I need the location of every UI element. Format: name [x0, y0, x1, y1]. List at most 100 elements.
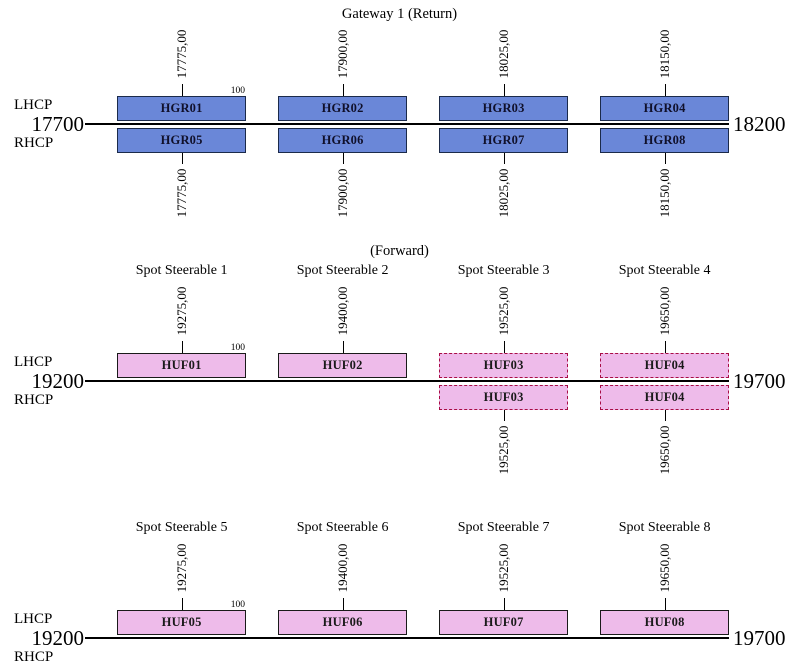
center-frequency-label-top: 19525,00	[495, 286, 511, 336]
channel-box-lhcp: HUF02	[278, 353, 407, 378]
center-frequency-label-top: 19275,00	[173, 286, 189, 336]
channel-box-lhcp: HUF06	[278, 610, 407, 635]
frequency-tick-bottom	[664, 153, 666, 164]
channel-label: HUF05	[161, 615, 202, 629]
channel-box-lhcp: HUF01	[117, 353, 246, 378]
axis-start-frequency: 19200	[31, 369, 85, 393]
channel-box-lhcp: HUF05	[117, 610, 246, 635]
lhcp-label: LHCP	[14, 97, 53, 113]
frequency-tick-top	[342, 341, 344, 353]
channel-label: HGR05	[160, 133, 203, 147]
frequency-tick-bottom	[503, 410, 505, 421]
center-frequency-label-top: 18150,00	[656, 29, 672, 79]
center-frequency-label-top: 17900,00	[334, 29, 350, 79]
center-frequency-label-top: 19650,00	[656, 543, 672, 593]
bandwidth-label: 100	[230, 86, 245, 96]
center-frequency-label-top: 19400,00	[334, 286, 350, 336]
beam-title: Spot Steerable 3	[457, 263, 550, 278]
center-frequency-label-bottom: 19650,00	[656, 425, 672, 475]
frequency-axis	[85, 637, 729, 639]
center-frequency-label-top: 18025,00	[495, 29, 511, 79]
beam-title: Spot Steerable 5	[135, 520, 228, 535]
center-frequency-label-bottom: 19525,00	[495, 425, 511, 475]
channel-label: HUF04	[644, 390, 685, 404]
center-frequency-label-bottom: 18025,00	[495, 168, 511, 218]
channel-box-lhcp: HGR01	[117, 96, 246, 121]
frequency-tick-bottom	[503, 153, 505, 164]
axis-end-frequency: 18200	[733, 112, 786, 136]
frequency-tick-bottom	[342, 153, 344, 164]
frequency-tick-top	[664, 598, 666, 610]
channel-box-lhcp: HGR04	[600, 96, 729, 121]
channel-box-rhcp: HGR08	[600, 128, 729, 153]
frequency-tick-top	[342, 598, 344, 610]
channel-label: HUF02	[322, 358, 363, 372]
section-title: Gateway 1 (Return)	[341, 6, 458, 22]
center-frequency-label-bottom: 18150,00	[656, 168, 672, 218]
channel-label: HGR07	[482, 133, 525, 147]
center-frequency-label-bottom: 17775,00	[173, 168, 189, 218]
channel-label: HUF07	[483, 615, 524, 629]
center-frequency-label-top: 17775,00	[173, 29, 189, 79]
center-frequency-label-top: 19400,00	[334, 543, 350, 593]
center-frequency-label-top: 19275,00	[173, 543, 189, 593]
frequency-tick-bottom	[181, 153, 183, 164]
channel-box-rhcp: HUF04	[600, 385, 729, 410]
channel-box-lhcp: HGR03	[439, 96, 568, 121]
channel-label: HGR06	[321, 133, 364, 147]
beam-title: Spot Steerable 1	[135, 263, 228, 278]
channel-label: HUF01	[161, 358, 202, 372]
channel-box-lhcp: HUF07	[439, 610, 568, 635]
frequency-tick-top	[181, 84, 183, 96]
frequency-tick-top	[503, 84, 505, 96]
section-title: (Forward)	[370, 243, 429, 259]
rhcp-label: RHCP	[14, 392, 54, 408]
frequency-tick-bottom	[664, 410, 666, 421]
frequency-tick-top	[664, 84, 666, 96]
bandwidth-label: 100	[230, 600, 245, 610]
channel-label: HGR02	[321, 101, 364, 115]
rhcp-label: RHCP	[14, 135, 54, 151]
channel-label: HUF08	[644, 615, 685, 629]
center-frequency-label-bottom: 17900,00	[334, 168, 350, 218]
lhcp-label: LHCP	[14, 611, 53, 627]
frequency-tick-top	[181, 598, 183, 610]
channel-label: HUF03	[483, 358, 524, 372]
channel-label: HGR04	[643, 101, 686, 115]
axis-end-frequency: 19700	[733, 369, 786, 393]
channel-box-rhcp: HUF03	[439, 385, 568, 410]
channel-label: HUF04	[644, 358, 685, 372]
axis-start-frequency: 19200	[31, 626, 85, 650]
channel-label: HUF03	[483, 390, 524, 404]
channel-box-rhcp: HGR07	[439, 128, 568, 153]
beam-title: Spot Steerable 2	[296, 263, 389, 278]
rhcp-label: RHCP	[14, 649, 54, 665]
channel-box-rhcp: HGR05	[117, 128, 246, 153]
channel-label: HGR01	[160, 101, 203, 115]
channel-box-lhcp: HUF08	[600, 610, 729, 635]
channel-label: HGR08	[643, 133, 686, 147]
beam-title: Spot Steerable 7	[457, 520, 550, 535]
center-frequency-label-top: 19525,00	[495, 543, 511, 593]
channel-label: HUF06	[322, 615, 363, 629]
channel-label: HGR03	[482, 101, 525, 115]
beam-title: Spot Steerable 8	[618, 520, 711, 535]
channel-box-rhcp: HGR06	[278, 128, 407, 153]
frequency-axis	[85, 380, 729, 382]
lhcp-label: LHCP	[14, 354, 53, 370]
beam-title: Spot Steerable 6	[296, 520, 389, 535]
center-frequency-label-top: 19650,00	[656, 286, 672, 336]
axis-start-frequency: 17700	[31, 112, 85, 136]
beam-title: Spot Steerable 4	[618, 263, 711, 278]
channel-box-lhcp: HUF04	[600, 353, 729, 378]
frequency-tick-top	[181, 341, 183, 353]
frequency-tick-top	[664, 341, 666, 353]
frequency-tick-top	[503, 598, 505, 610]
channel-box-lhcp: HUF03	[439, 353, 568, 378]
bandwidth-label: 100	[230, 343, 245, 353]
channel-box-lhcp: HGR02	[278, 96, 407, 121]
frequency-axis	[85, 123, 729, 125]
frequency-tick-top	[503, 341, 505, 353]
axis-end-frequency: 19700	[733, 626, 786, 650]
